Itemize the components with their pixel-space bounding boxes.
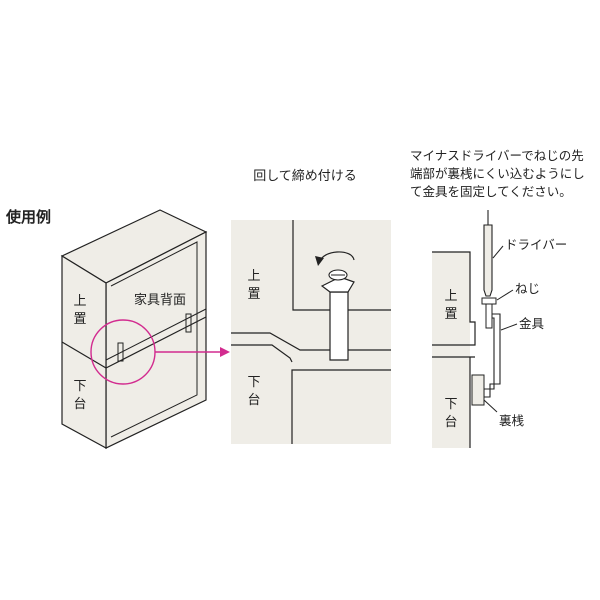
detail-upper-label-1: 上: [247, 269, 260, 284]
leader-rail: [483, 399, 498, 413]
instruction-line-3: て金具を固定してください。: [410, 184, 572, 199]
section-screw-shaft: [485, 303, 493, 329]
section-upper-label-2: 置: [444, 307, 457, 322]
usage-example-heading: 使用例: [5, 208, 51, 226]
detail-lower-label-1: 下: [247, 375, 260, 390]
section-lower-label-2: 台: [444, 415, 457, 430]
detail-lower-frame: [291, 369, 391, 444]
detail-panel: 回して締め付ける 上 置 下 台 上置 下台: [231, 168, 391, 444]
cabinet-overview: 上 置 下 台 家具背面 上置 下台: [60, 209, 208, 450]
section-lower-label-1: 下: [444, 397, 457, 412]
zoom-arrow-head: [220, 347, 230, 357]
detail-background: [231, 220, 391, 444]
detail-lower-label-2: 台: [247, 393, 260, 408]
back-panel-frame: [110, 241, 198, 438]
detail-seam-bottom: [231, 344, 293, 363]
leader-driver: [492, 245, 504, 259]
side-seam: [61, 341, 107, 369]
callout-driver: ドライバー: [505, 237, 567, 252]
section-upper-label-1: 上: [444, 289, 457, 304]
overview-upper-label-1: 上: [73, 294, 86, 309]
detail-caption: 回して締め付ける: [253, 168, 357, 184]
callout-screw: ねじ: [515, 281, 540, 296]
overview-lower-label-2: 台: [73, 397, 86, 412]
callout-rail: 裏桟: [499, 413, 525, 428]
instruction-line-1: マイナスドライバーでねじの先: [410, 148, 584, 163]
leader-screw: [496, 289, 514, 301]
cabinet-side-face: [61, 254, 107, 450]
section-rail: [471, 374, 485, 406]
cross-section-panel: ドライバー ねじ 金具 裏桟 上 置 下 台 上置 下台: [432, 210, 567, 448]
instruction-line-2: 端部が裏桟にくい込むようにし: [410, 166, 585, 181]
screwdriver-icon: [483, 224, 493, 297]
section-screw-head: [481, 297, 497, 305]
callout-bracket: 金具: [519, 316, 545, 331]
section-background: [432, 252, 470, 448]
section-upper-outline: [432, 251, 476, 346]
leader-bracket: [500, 323, 518, 331]
rotate-arrow-head: [315, 256, 324, 266]
bracket-left: [117, 342, 124, 362]
overview-lower-label-1: 下: [73, 379, 86, 394]
overview-upper-label-2: 置: [73, 312, 86, 327]
detail-upper-frame: [292, 220, 391, 311]
bracket-right: [185, 313, 192, 333]
furniture-back-label: 家具背面: [134, 292, 186, 308]
detail-upper-label-2: 置: [247, 287, 260, 302]
instruction-text: マイナスドライバーでねじの先 端部が裏桟にくい込むようにし て金具を固定してくだ…: [410, 148, 585, 199]
detail-bracket: [329, 291, 349, 361]
